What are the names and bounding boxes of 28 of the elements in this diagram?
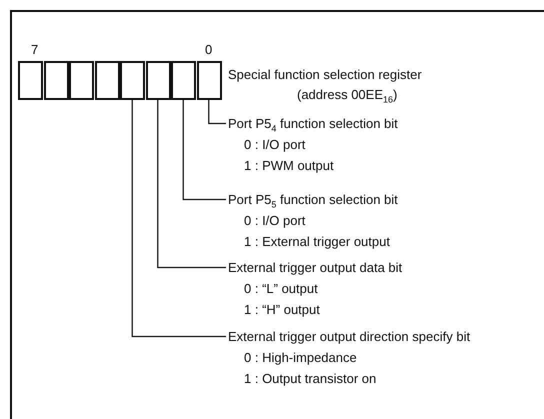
bit-value-option: 0 : “L” output	[244, 281, 318, 296]
bit-description: External trigger output data bit	[228, 259, 402, 277]
leader-line	[208, 100, 226, 124]
bit-value-option: 0 : I/O port	[244, 137, 306, 152]
register-bit-cell	[120, 61, 145, 100]
bit-value-option: 0 : High-impedance	[244, 350, 357, 365]
register-bit-cell	[18, 61, 43, 100]
bit-value-option: 1 : PWM output	[244, 158, 334, 173]
bit-value-option: 1 : “H” output	[244, 302, 320, 317]
register-bit-cell	[146, 61, 170, 100]
bit-value-option: 1 : Output transistor on	[244, 371, 376, 386]
register-address: (address 00EE$_{16}$)	[297, 87, 398, 103]
register-bit-cell	[196, 61, 222, 100]
register-bit-cell	[69, 61, 94, 100]
bit-number: 7	[31, 42, 38, 58]
register-bit-cell	[94, 61, 120, 100]
bit-description: External trigger output direction specify bit	[228, 328, 470, 346]
bit-number: 0	[205, 42, 212, 58]
leader-line	[182, 100, 226, 200]
bit-value-option: 0 : I/O port	[244, 213, 306, 228]
leader-line	[157, 100, 226, 268]
bit-description: Port P5$_{4}$ function selection bit	[228, 115, 398, 134]
bit-description: Port P5$_{5}$ function selection bit	[228, 191, 398, 210]
register-name: Special function selection register	[228, 67, 422, 83]
register-bit-cell	[44, 61, 68, 100]
leader-line	[132, 100, 226, 338]
register-bit-cell	[171, 61, 196, 100]
bit-value-option: 1 : External trigger output	[244, 234, 390, 249]
